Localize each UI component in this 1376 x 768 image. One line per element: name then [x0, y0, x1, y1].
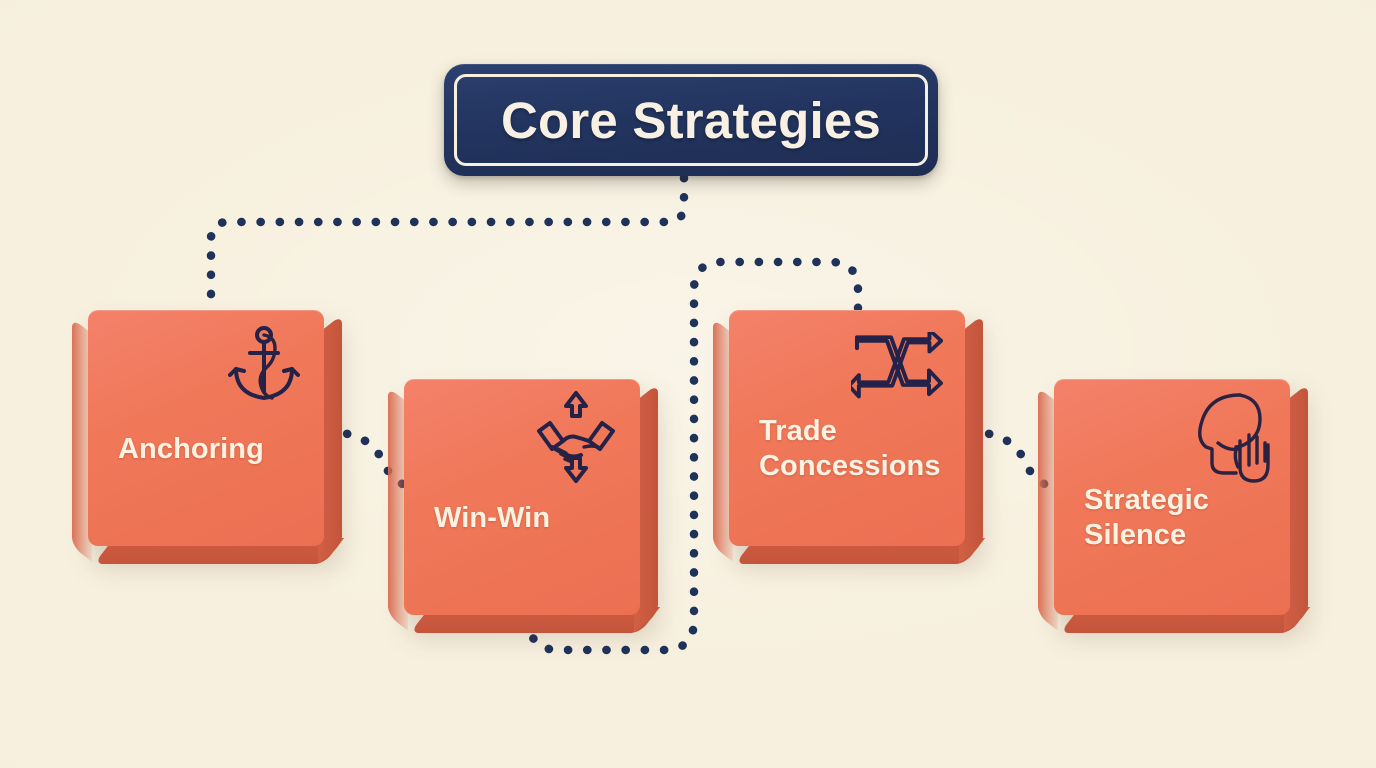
connector-title-to-anchoring [206, 173, 689, 317]
card-label-line: Strategic [1084, 484, 1209, 516]
strategy-card-trade-concessions[interactable]: Trade Concessions [713, 310, 986, 566]
shh-silence-icon [1188, 389, 1274, 485]
page-title: Core Strategies [501, 91, 881, 149]
card-label: Trade Concessions [759, 414, 949, 485]
strategy-card-win-win[interactable]: Win-Win [388, 379, 661, 635]
card-label: Strategic Silence [1084, 483, 1274, 554]
card-label: Win-Win [434, 502, 551, 534]
card-label-line: Silence [1084, 519, 1187, 552]
card-label-line: Trade [759, 415, 837, 447]
card-face [1054, 379, 1290, 615]
anchor-icon [228, 324, 300, 404]
shuffle-arrows-icon [851, 332, 943, 404]
card-label: Anchoring [118, 433, 264, 465]
card-face [88, 310, 324, 546]
card-label-line: Concessions [759, 450, 941, 483]
strategy-card-anchoring[interactable]: Anchoring [72, 310, 345, 566]
strategy-card-strategic-silence[interactable]: Strategic Silence [1038, 379, 1311, 635]
handshake-icon [536, 389, 616, 485]
title-inner-border [454, 74, 928, 166]
page-title-plaque: Core Strategies [444, 64, 938, 176]
